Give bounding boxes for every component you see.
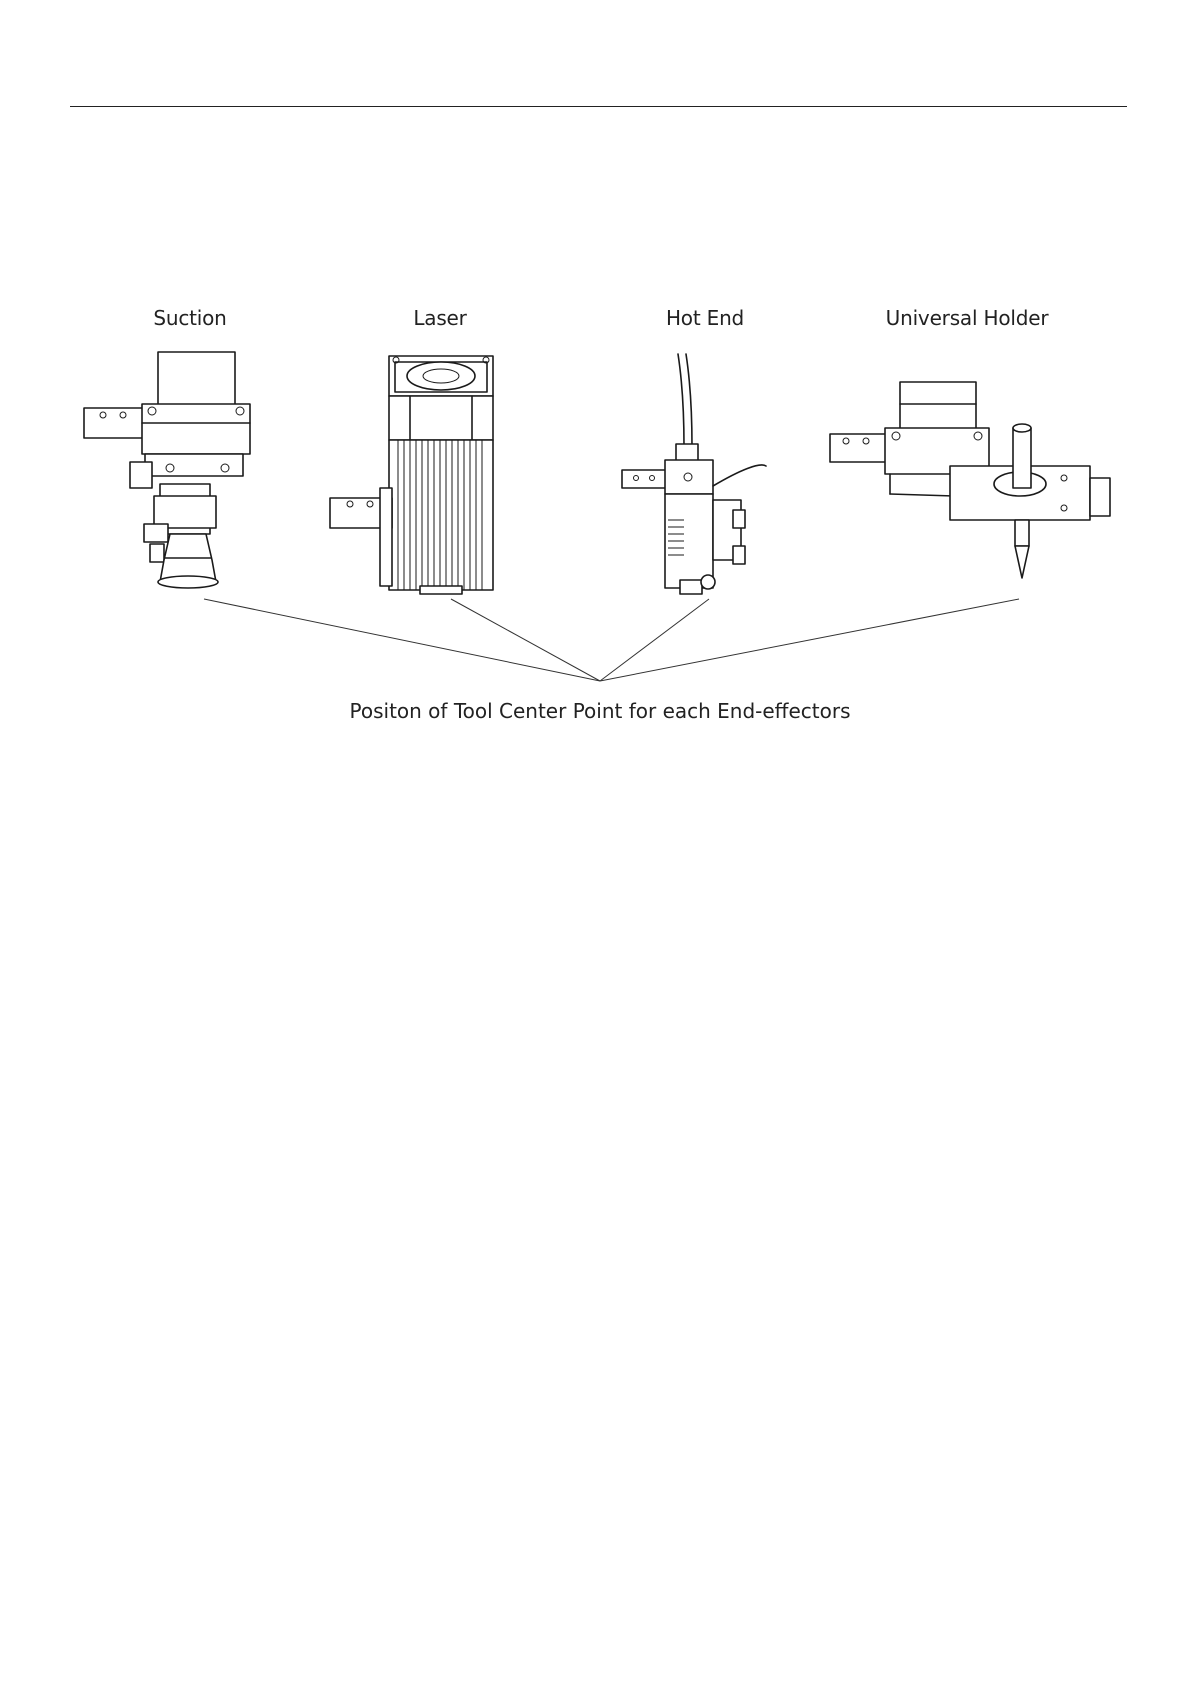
- tcp-pointer-lines: [204, 599, 1019, 681]
- tool-label-universal-holder: Universal Holder: [886, 306, 1049, 330]
- suction-illustration: [84, 352, 250, 588]
- tool-label-hot-end: Hot End: [666, 306, 744, 330]
- universal-holder-illustration: [830, 382, 1110, 578]
- hot-end-illustration: [622, 354, 766, 594]
- tool-label-suction: Suction: [153, 306, 226, 330]
- tool-label-laser: Laser: [413, 306, 466, 330]
- laser-illustration: [330, 356, 493, 594]
- diagram-caption: Positon of Tool Center Point for each En…: [350, 699, 851, 723]
